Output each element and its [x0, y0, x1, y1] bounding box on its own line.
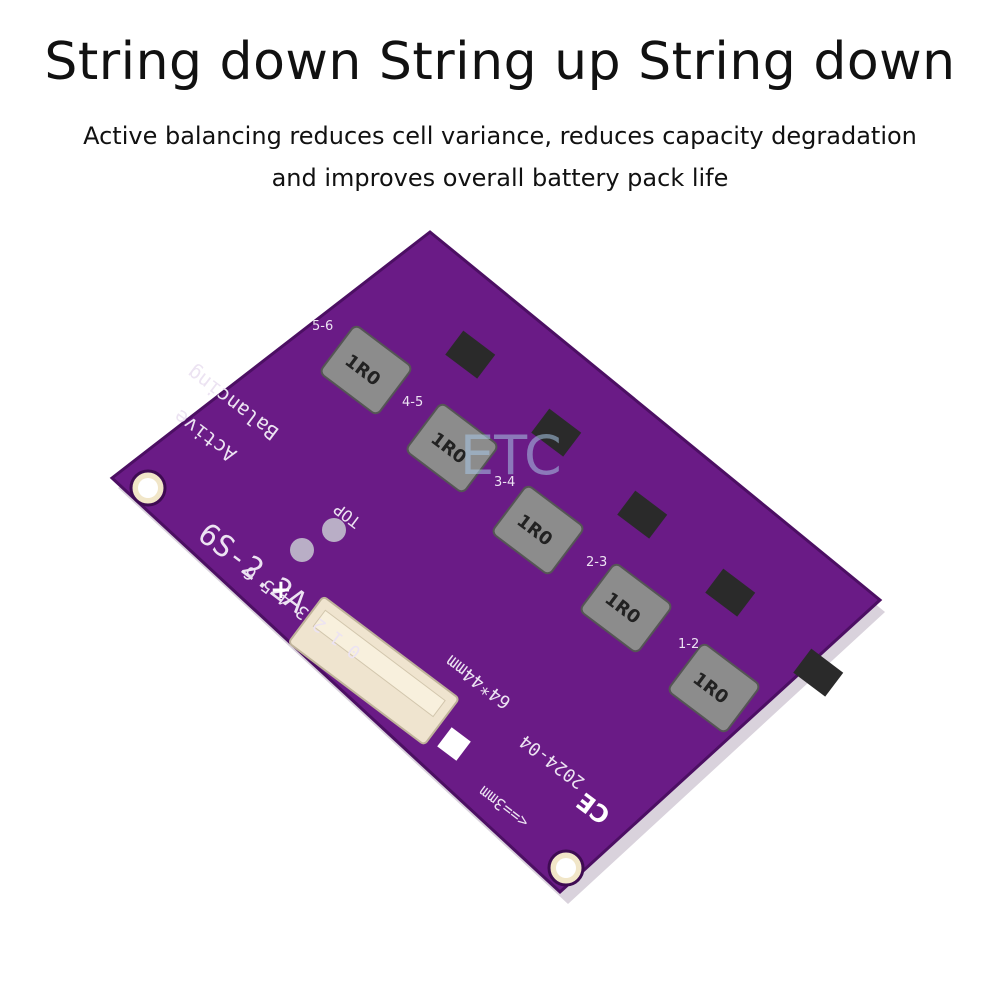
- subtitle-line-1: Active balancing reduces cell variance, …: [83, 122, 917, 150]
- mounting-hole-right-inner: [556, 858, 576, 878]
- channel-label-3: 3-4: [494, 475, 515, 490]
- channel-5-6: 1R0 5-6: [312, 319, 496, 415]
- test-pad-2: [322, 518, 346, 542]
- chip-3: [617, 490, 668, 539]
- chip-5: [793, 648, 844, 697]
- inductor-3: [492, 485, 584, 575]
- inductor-5: [668, 643, 760, 733]
- minus-pad: [437, 727, 471, 761]
- watermark: ETC: [460, 424, 562, 487]
- inductor-1: [320, 325, 412, 415]
- plus-sign-top: +: [270, 575, 292, 605]
- channel-1-2: 1R0 1-2: [668, 637, 844, 733]
- mounting-hole-left-inner: [138, 478, 158, 498]
- inductor-2: [406, 403, 498, 493]
- chip-1: [445, 330, 496, 379]
- balance-connector: [289, 596, 459, 745]
- chip-2: [531, 408, 582, 457]
- chip-4: [705, 568, 756, 617]
- channel-label-5: 1-2: [678, 637, 699, 652]
- channel-2-3: 1R0 2-3: [580, 555, 756, 653]
- pcb-photo: 6S-2.2A Active Balancing TOP 0 1 2 3 4 5…: [100, 220, 900, 920]
- channel-3-4: 1R0 3-4: [492, 475, 668, 575]
- inductor-4: [580, 563, 672, 653]
- channel-label-2: 4-5: [402, 395, 423, 410]
- channel-4-5: 1R0 4-5: [402, 395, 582, 493]
- subtitle-line-2: and improves overall battery pack life: [271, 164, 729, 192]
- pcb-board: [109, 230, 883, 895]
- pcb-illustration: 6S-2.2A Active Balancing TOP 0 1 2 3 4 5…: [109, 230, 885, 904]
- headline-title: String down String up String down: [44, 32, 956, 92]
- test-pad-1: [290, 538, 314, 562]
- channel-label-1: 5-6: [312, 319, 333, 334]
- channel-label-4: 2-3: [586, 555, 607, 570]
